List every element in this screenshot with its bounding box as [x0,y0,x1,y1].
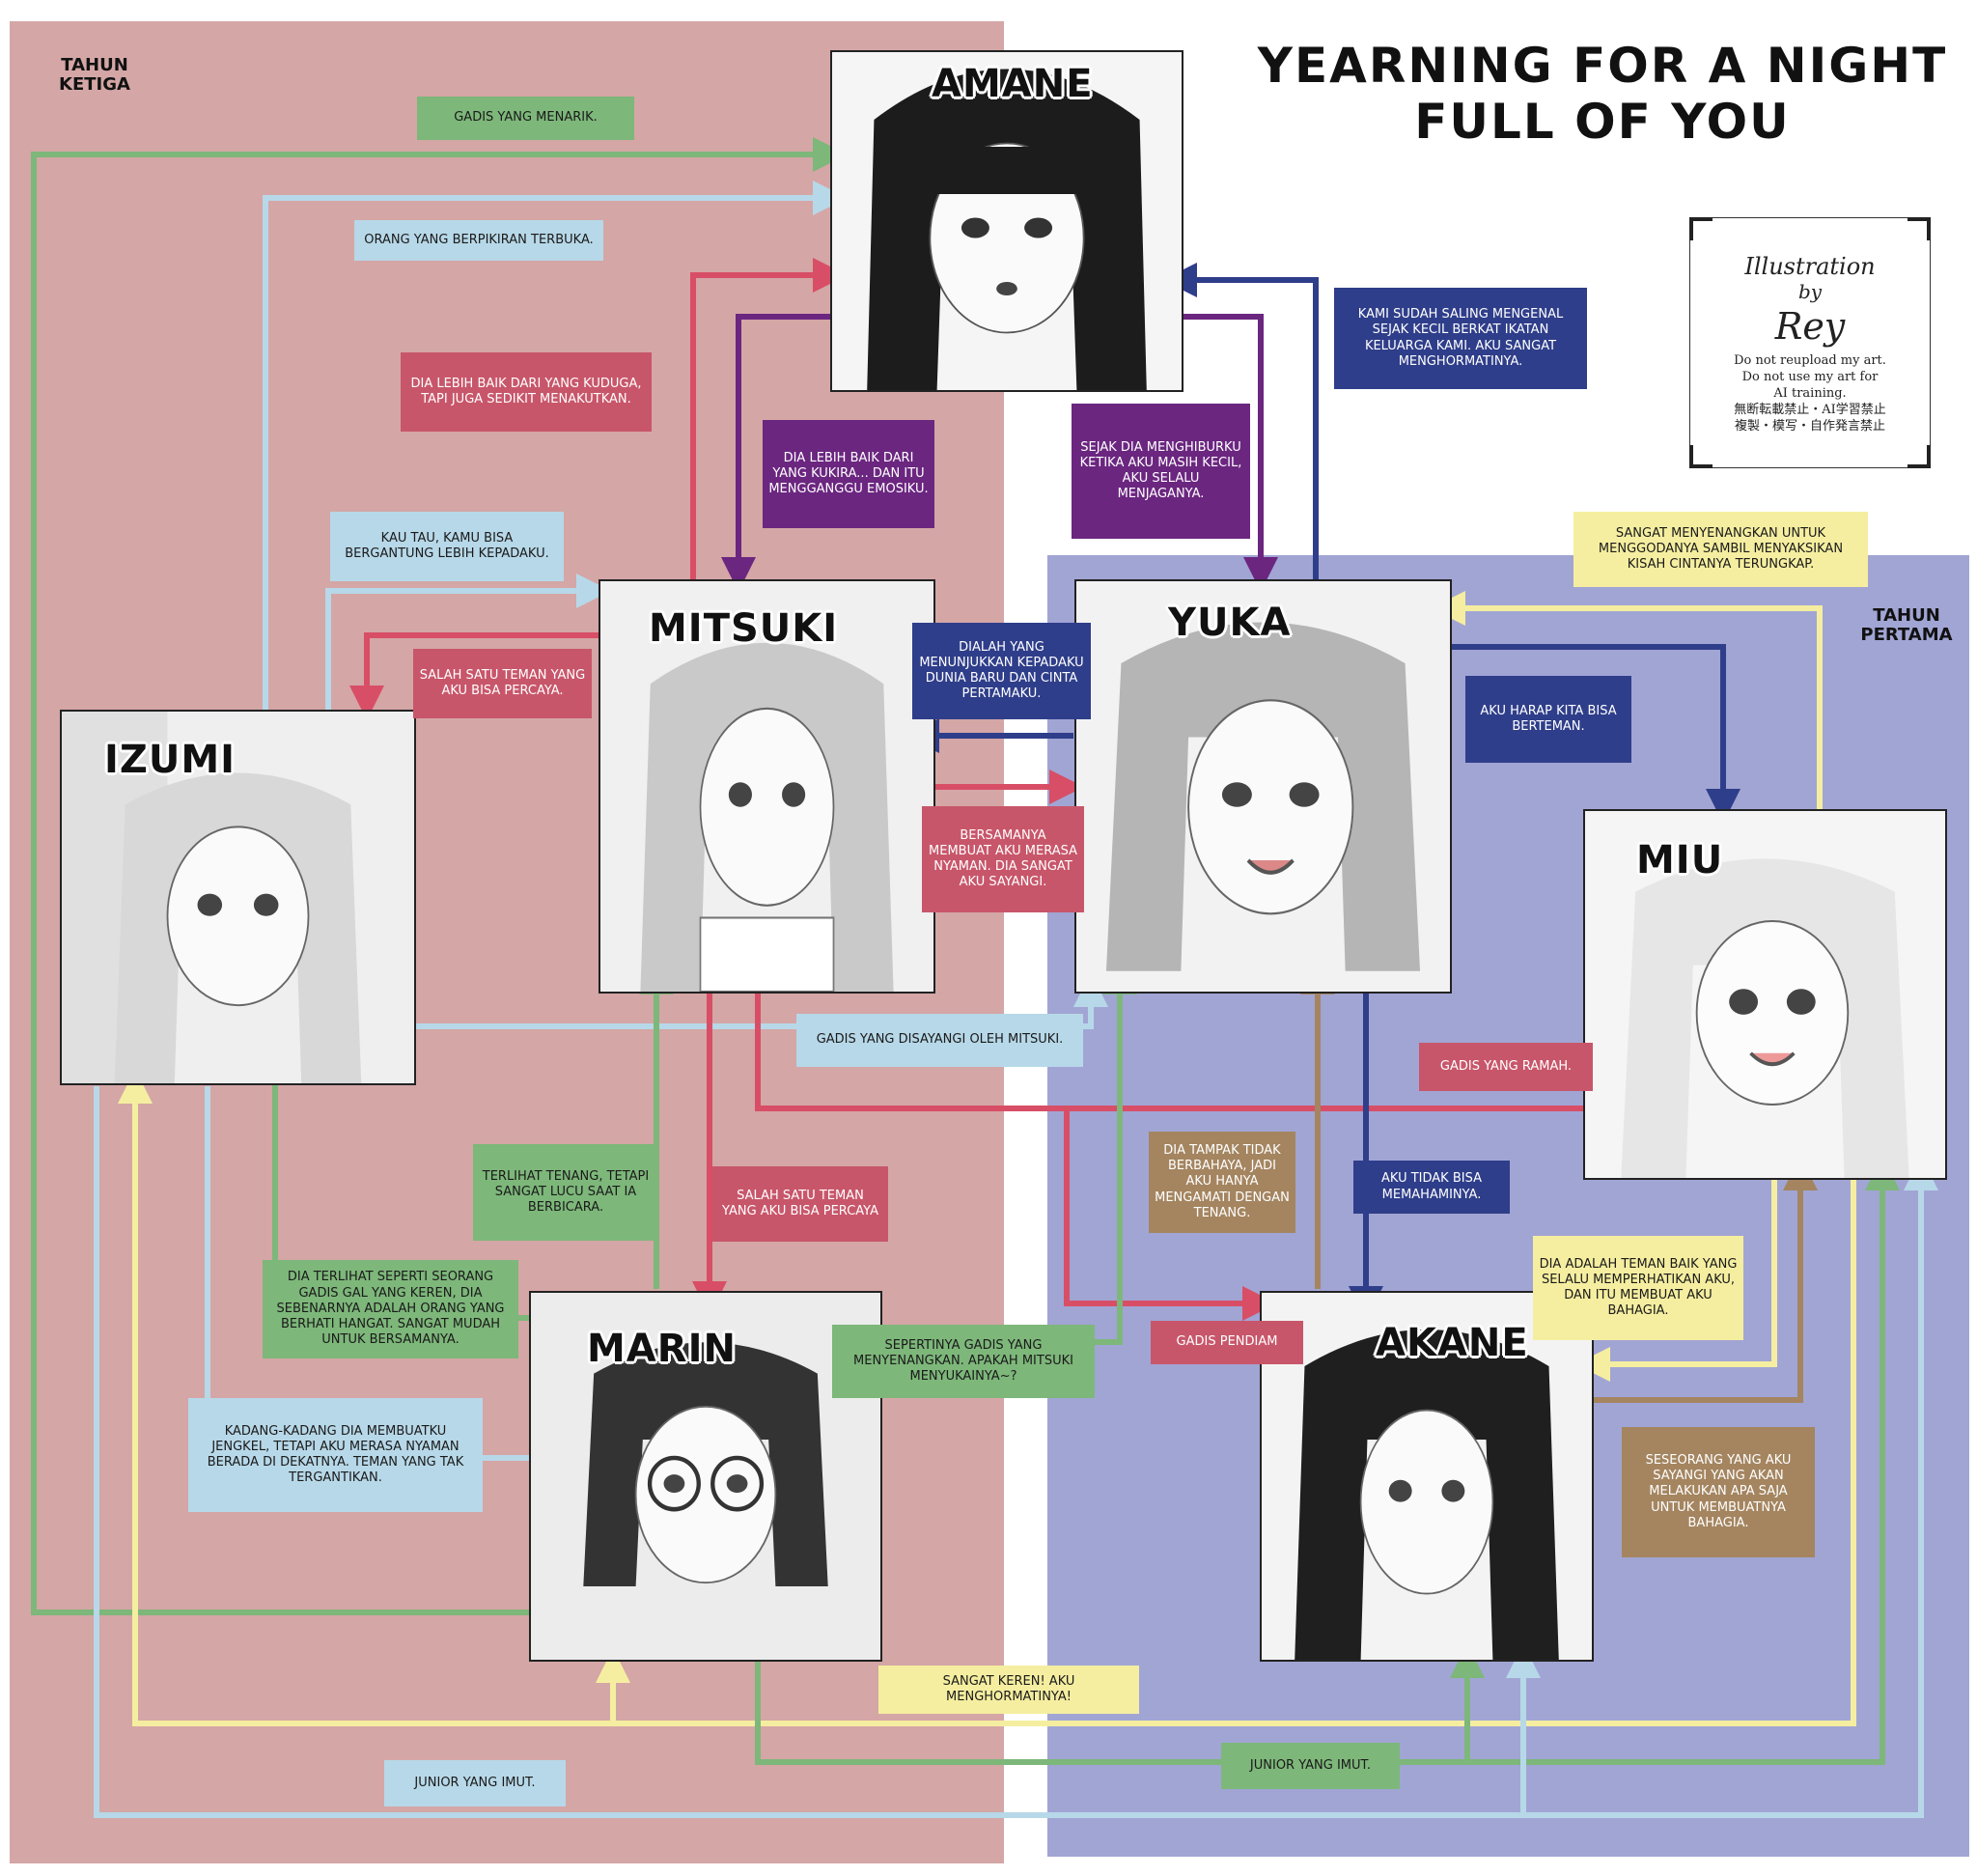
label-izumi-to-yuka: Gadis yang disayangi oleh Mitsuki. [796,1014,1083,1067]
yuka-illustration-icon [1076,581,1450,992]
label-marin-to-akane: Junior yang imut. [1221,1743,1400,1789]
name-yuka: YUKA [1168,601,1292,645]
arrow-marin-to-amane [31,137,848,1615]
name-marin: MARIN [587,1327,737,1371]
label-izumi-to-marin: Kadang-kadang dia membuatku jengkel, tet… [188,1398,483,1512]
portrait-amane [830,50,1183,392]
first-year-label-line: TAHUN [1873,605,1940,626]
arrow-izumi-to-amane [263,181,848,719]
credit-notice-line: Do not reupload my art. [1734,353,1886,368]
corner-decoration [1907,217,1931,240]
label-amane-to-yuka: Sejak dia menghiburku ketika aku masih k… [1072,404,1250,539]
arrow-izumi-to-akane [94,1086,1938,1818]
arrow-izumi-to-mitsuki [325,574,611,724]
arrow-miu-to-yuka [1431,591,1823,811]
label-mitsuki-to-akane: Gadis pendiam [1151,1321,1303,1364]
label-marin-to-mitsuki: Terlihat tenang, tetapi sangat lucu saat… [473,1144,658,1241]
label-miu-to-marin: Sangat keren! Aku menghormatinya! [878,1666,1139,1714]
credit-notice-line: AI training. [1773,385,1847,401]
arrow-amane-to-mitsuki [721,314,830,592]
page-title: YEARNING FOR A NIGHT FULL OF YOU [1255,38,1950,150]
arrow-yuka-to-amane [1162,263,1319,584]
portrait-marin [529,1291,882,1662]
first-year-label-line: PERTAMA [1860,624,1953,645]
label-amane-to-mitsuki: Dia lebih baik dari yang kukira... dan i… [763,420,934,528]
credit-box: Illustration by Rey Do not reupload my a… [1689,217,1931,468]
title-line-2: FULL OF YOU [1414,93,1791,150]
arrow-akane-to-miu [1583,1156,1818,1403]
third-year-label: TAHUN KETIGA [46,56,143,95]
label-mitsuki-to-amane: Dia lebih baik dari yang kuduga, tapi ju… [401,352,652,432]
mitsuki-illustration-icon [600,581,933,992]
miu-illustration-icon [1585,811,1945,1178]
label-yuka-to-amane: Kami sudah saling mengenal sejak kecil b… [1334,288,1587,389]
corner-decoration [1907,445,1931,468]
portrait-mitsuki [599,579,935,994]
third-year-label-line: TAHUN [61,55,128,75]
credit-notice-line: 複製・模写・自作発言禁止 [1734,418,1885,434]
label-miu-to-yuka: Sangat menyenangkan untuk menggodanya sa… [1573,512,1868,587]
label-yuka-to-mitsuki: Dialah yang menunjukkan kepadaku dunia b… [912,623,1091,719]
arrow-mitsuki-to-izumi [349,632,599,720]
label-izumi-to-amane: Gadis yang menarik. [417,97,634,140]
corner-decoration [1689,217,1712,240]
credit-artist: Rey [1774,305,1846,348]
izumi-illustration-icon [62,712,414,1083]
label-mitsuki-to-yuka: Bersamanya membuat aku merasa nyaman. Di… [922,806,1084,912]
marin-illustration-icon [531,1293,880,1660]
corner-decoration [1689,445,1712,468]
credit-notice-line: 無断転載禁止・AI学習禁止 [1734,402,1886,417]
name-amane: AMANE [932,62,1094,106]
label-akane-to-yuka: Dia tampak tidak berbahaya, jadi aku han… [1149,1132,1295,1233]
arrow-mitsuki-to-amane [690,258,848,584]
portrait-miu [1583,809,1947,1180]
credit-notice: Do not reupload my art. Do not use my ar… [1690,353,1930,434]
label-izumi-to-amane-2: Orang yang berpikiran terbuka. [354,220,603,261]
label-yuka-to-miu: Aku harap kita bisa berteman. [1465,676,1631,763]
label-miu-to-akane: Dia adalah teman baik yang selalu memper… [1533,1236,1743,1340]
label-akane-to-miu: Seseorang yang aku sayangi yang akan mel… [1622,1427,1815,1557]
arrow-mitsuki-to-akane [1064,1108,1277,1321]
label-mitsuki-to-izumi: Salah satu teman yang aku bisa percaya. [413,649,592,718]
label-izumi-to-akane: Junior yang imut. [384,1760,566,1806]
label-marin-to-izumi: Dia terlihat seperti seorang gadis gal y… [263,1260,518,1358]
arrow-amane-to-yuka [1180,314,1278,592]
label-mitsuki-to-miu: Gadis yang ramah. [1419,1043,1593,1091]
amane-illustration-icon [832,52,1182,390]
first-year-zone-upper [1047,555,1969,565]
arrow-yuka-to-miu [1448,644,1740,824]
name-izumi: IZUMI [104,738,237,782]
name-akane: AKANE [1376,1321,1529,1365]
label-yuka-to-akane: Aku tidak bisa memahaminya. [1353,1161,1510,1214]
portrait-izumi [60,710,416,1085]
first-year-label: TAHUN PERTAMA [1853,606,1960,645]
name-miu: MIU [1636,838,1724,882]
third-year-label-line: KETIGA [59,73,130,95]
portrait-akane [1260,1291,1594,1662]
arrow-mitsuki-to-miu [755,990,1620,1126]
akane-illustration-icon [1262,1293,1592,1660]
label-izumi-to-mitsuki: Kau tau, kamu bisa bergantung lebih kepa… [330,512,564,581]
arrow-izumi-to-yuka [415,972,1108,1029]
arrow-miu-to-marin [118,1069,1856,1726]
credit-by: by [1797,280,1823,303]
name-mitsuki: MITSUKI [649,606,839,651]
label-mitsuki-to-marin: Salah satu teman yang aku bisa percaya [712,1166,888,1242]
credit-notice-line: Do not use my art for [1741,369,1879,384]
arrow-miu-to-akane [1575,1163,1777,1382]
credit-illustration: Illustration [1744,253,1876,280]
title-line-1: YEARNING FOR A NIGHT [1257,38,1948,94]
label-marin-to-yuka: Sepertinya gadis yang menyenangkan. Apak… [832,1325,1095,1398]
portrait-yuka [1074,579,1452,994]
